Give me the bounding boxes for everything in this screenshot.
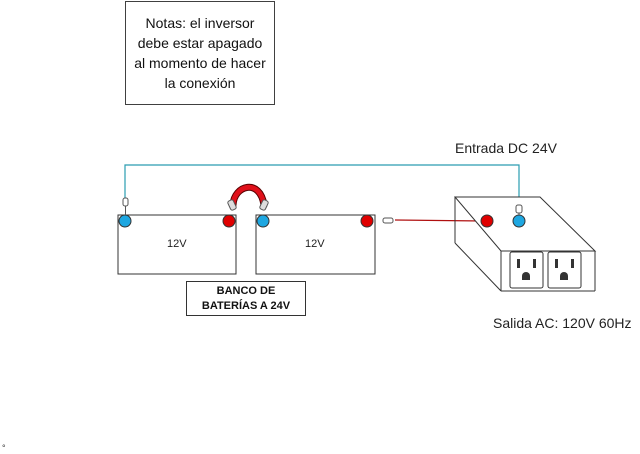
battery-2-positive-terminal bbox=[360, 214, 374, 228]
dc-negative-wire bbox=[124, 164, 520, 205]
note-line-1: Notas: el inversor bbox=[145, 15, 255, 31]
battery-2-negative-terminal bbox=[256, 214, 270, 228]
dc-input-label: Entrada DC 24V bbox=[455, 140, 557, 156]
battery-bank-label-line-2: BATERÍAS A 24V bbox=[201, 299, 291, 312]
battery-2-voltage-label: 12V bbox=[305, 238, 325, 250]
corner-mark: ° bbox=[2, 443, 6, 453]
battery-bank-label-line-1: BANCO DE bbox=[216, 284, 276, 297]
battery-2 bbox=[255, 214, 376, 275]
inverter bbox=[453, 196, 597, 292]
note-line-3: al momento de hacer bbox=[134, 55, 266, 71]
battery-1-voltage-label: 12V bbox=[167, 238, 187, 250]
dc-positive-wire bbox=[394, 219, 484, 222]
note-line-4: la conexión bbox=[164, 75, 236, 91]
inverter-positive-terminal bbox=[480, 214, 494, 228]
ring-lug-battery-1-negative bbox=[122, 197, 129, 215]
inverter-negative-terminal bbox=[512, 214, 526, 228]
ac-outlet-1 bbox=[509, 251, 544, 289]
ac-outlet-2 bbox=[547, 251, 582, 289]
ring-lug-battery-2-positive bbox=[382, 217, 394, 224]
battery-bank-label: BANCO DE BATERÍAS A 24V bbox=[186, 281, 306, 316]
jumper-cable bbox=[227, 183, 269, 211]
battery-1-negative-terminal bbox=[118, 214, 132, 228]
battery-1-positive-terminal bbox=[222, 214, 236, 228]
battery-1 bbox=[117, 214, 237, 275]
note-line-2: debe estar apagado bbox=[137, 35, 263, 51]
notes-box: Notas: el inversor debe estar apagado al… bbox=[125, 1, 275, 105]
ac-output-label: Salida AC: 120V 60Hz bbox=[493, 315, 632, 331]
